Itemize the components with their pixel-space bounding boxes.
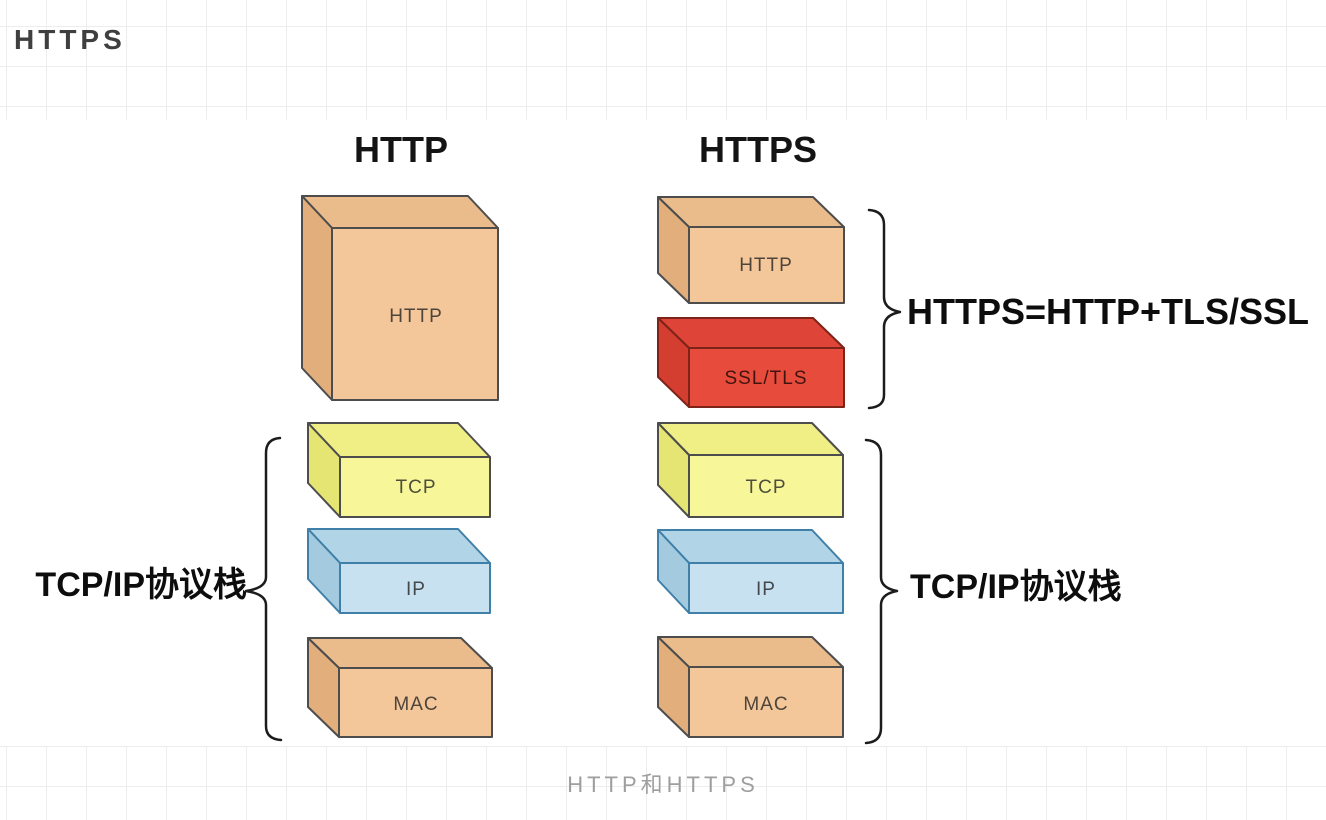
box-front-face xyxy=(688,454,844,518)
box-top-face xyxy=(657,529,844,564)
box-label: HTTP xyxy=(739,255,793,276)
box-label: TCP xyxy=(746,477,787,498)
box-ssl-tls: SSL/TLS xyxy=(657,317,845,408)
box-front-face xyxy=(339,456,491,518)
box-label: MAC xyxy=(743,694,788,715)
box-tcp-right: TCP xyxy=(657,422,844,518)
box-side-face xyxy=(301,195,333,401)
box-tcp-left: TCP xyxy=(307,422,491,518)
box-ip-right: IP xyxy=(657,529,844,614)
box-label: SSL/TLS xyxy=(724,368,807,389)
tcpip-stack-label-left: TCP/IP协议栈 xyxy=(35,566,247,604)
box-top-face xyxy=(657,422,844,456)
box-label: TCP xyxy=(396,477,437,498)
box-top-face xyxy=(657,196,845,228)
box-front-face xyxy=(688,666,844,738)
box-http-left: HTTP xyxy=(301,195,499,401)
box-label: MAC xyxy=(393,694,438,715)
column-header-http: HTTP xyxy=(354,129,448,170)
column-header-https: HTTPS xyxy=(698,129,817,170)
box-top-face xyxy=(657,317,845,349)
box-ip-left: IP xyxy=(307,528,491,614)
box-top-face xyxy=(301,195,499,229)
box-front-face xyxy=(688,347,845,408)
box-front-face xyxy=(339,562,491,614)
right-stack-brace xyxy=(864,438,899,745)
box-label: IP xyxy=(756,579,776,600)
page-title: HTTPS xyxy=(14,24,126,55)
box-http-right: HTTP xyxy=(657,196,845,304)
box-front-face xyxy=(688,562,844,614)
box-front-face xyxy=(688,226,845,304)
box-label: HTTP xyxy=(389,306,443,327)
figure-caption: HTTP和HTTPS xyxy=(567,772,759,797)
box-front-face xyxy=(331,227,499,401)
tcpip-stack-label-right: TCP/IP协议栈 xyxy=(910,568,1122,606)
https-equation-brace xyxy=(867,208,902,410)
box-mac-right: MAC xyxy=(657,636,844,738)
https-equation-label: HTTPS=HTTP+TLS/SSL xyxy=(907,291,1310,332)
box-mac-left: MAC xyxy=(307,637,493,738)
box-front-face xyxy=(338,667,493,738)
left-stack-brace xyxy=(244,436,283,742)
box-label: IP xyxy=(406,579,426,600)
